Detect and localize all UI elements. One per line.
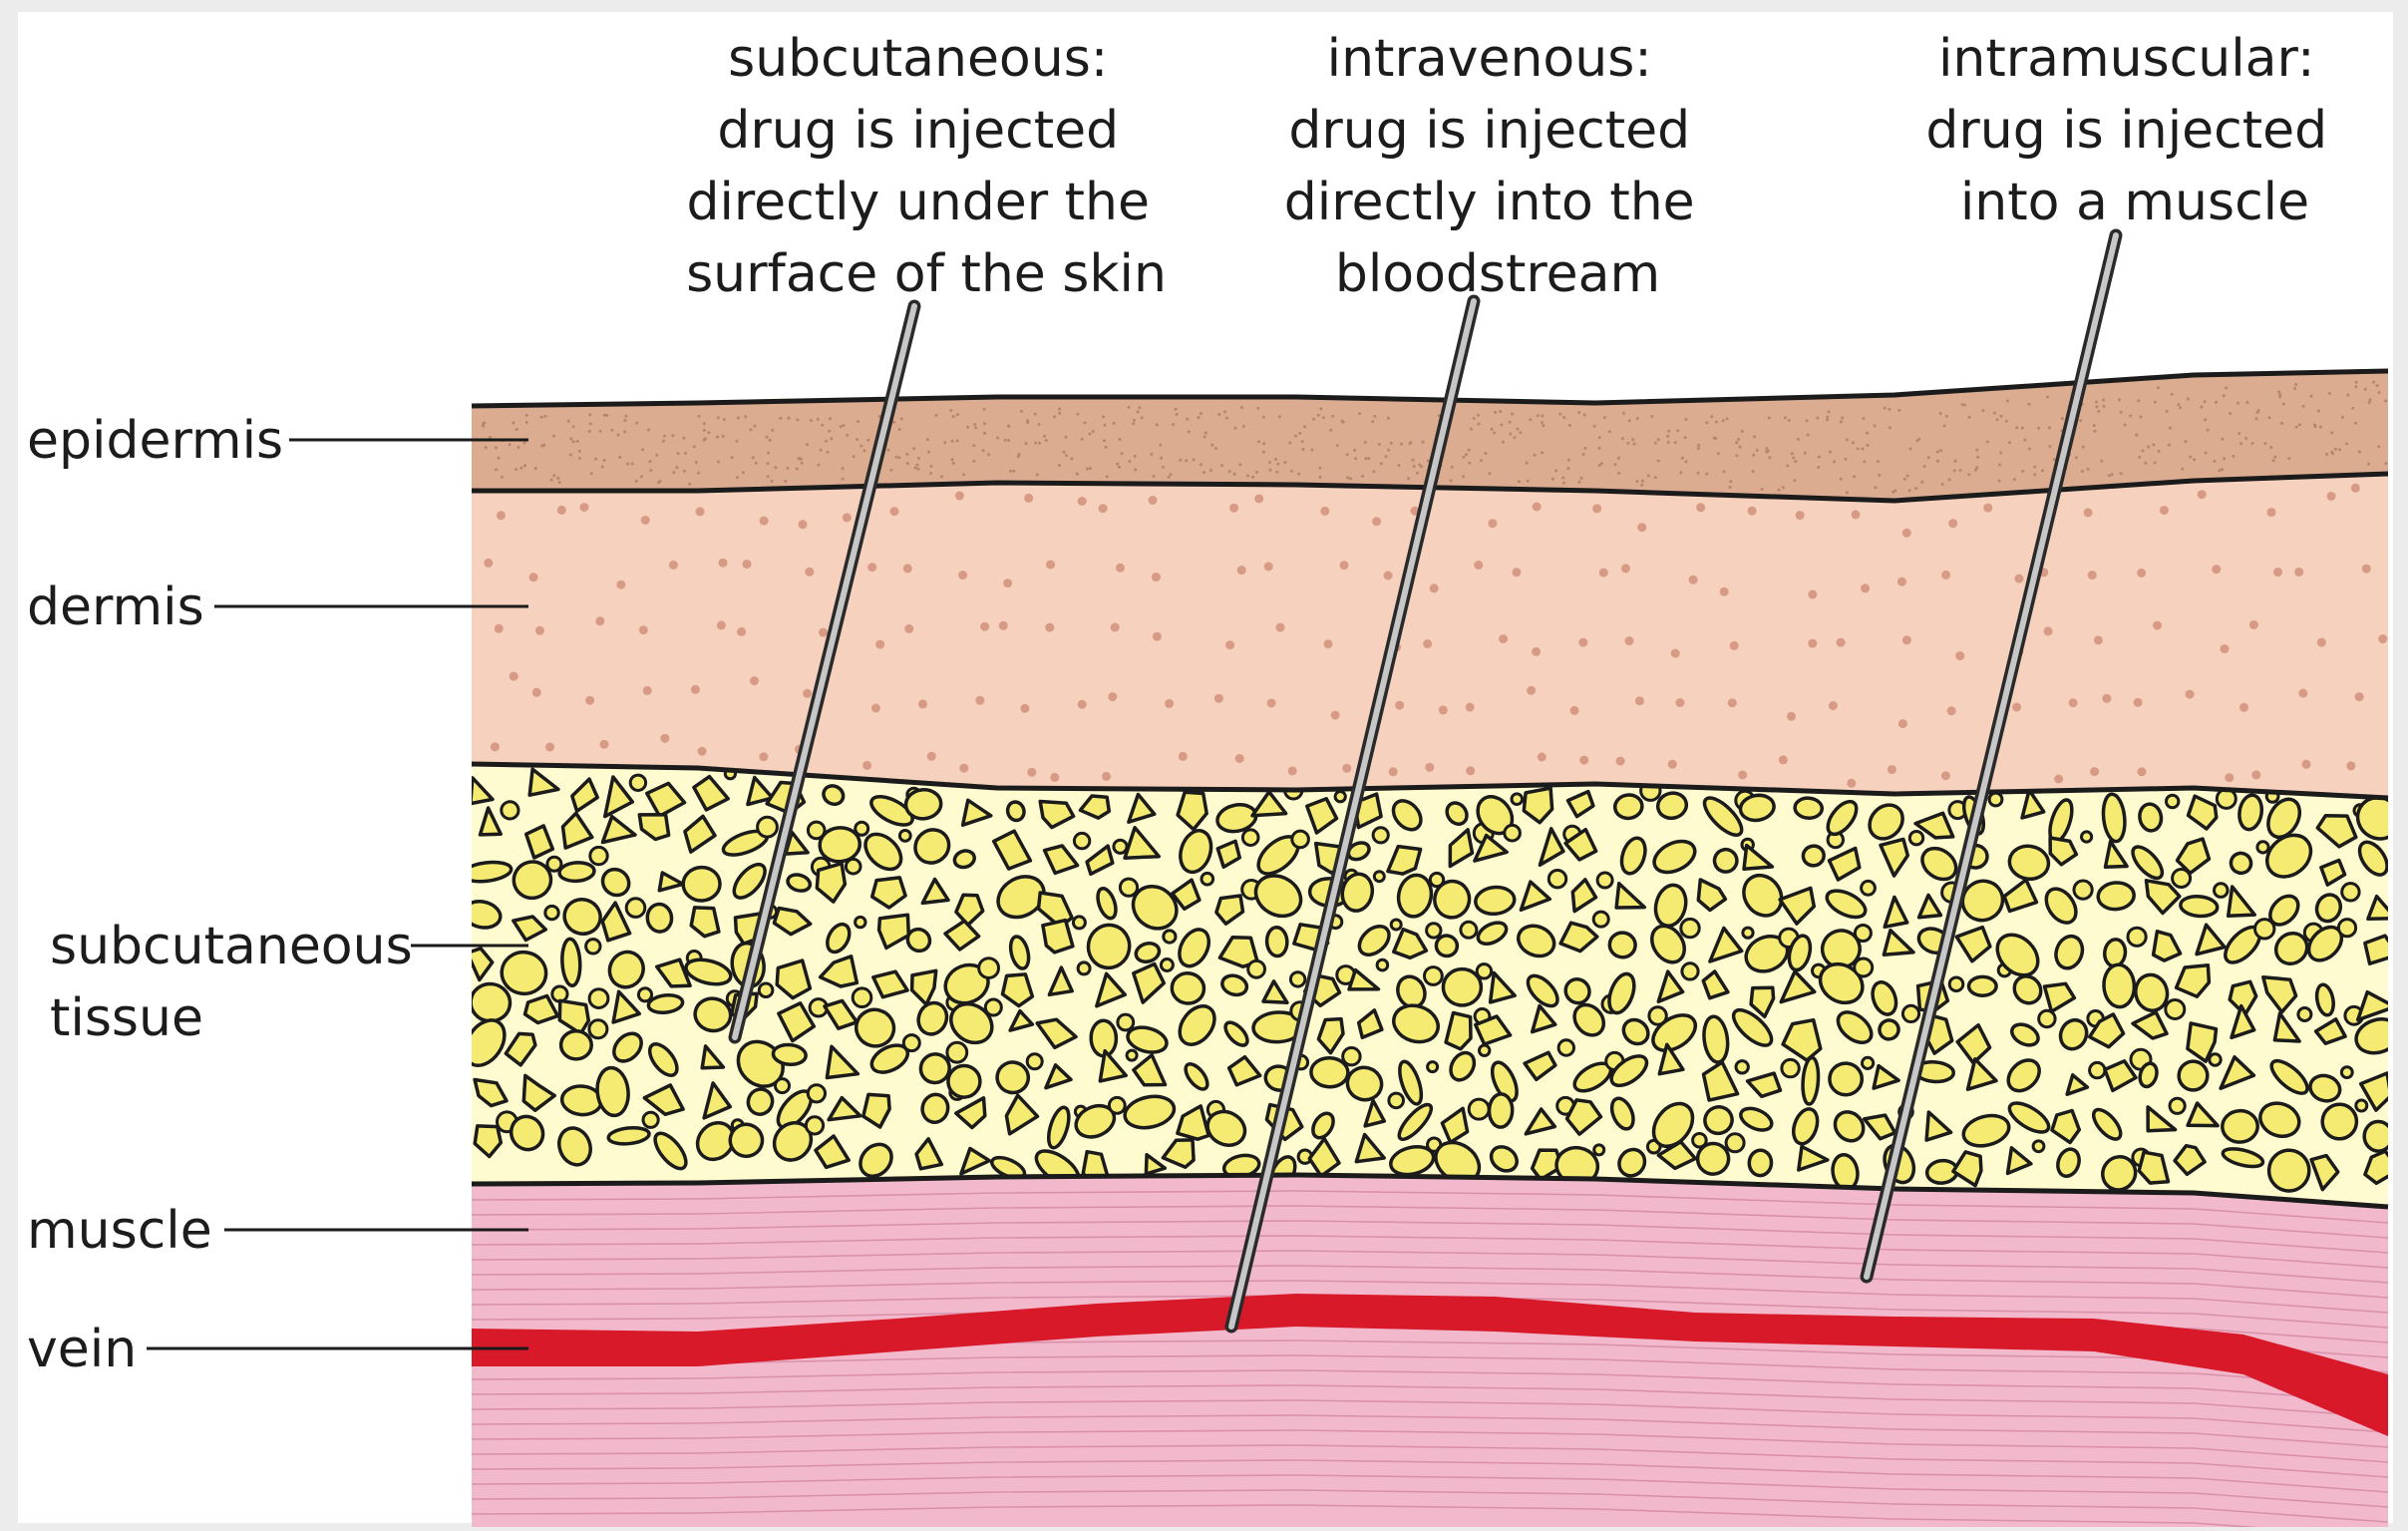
label-vein: vein bbox=[27, 1320, 137, 1379]
label-dermis: dermis bbox=[27, 577, 204, 637]
dermis-layer bbox=[472, 474, 2388, 798]
label-muscle: muscle bbox=[27, 1201, 212, 1261]
label-epidermis: epidermis bbox=[27, 411, 283, 471]
callout-intramuscular: intramuscular: drug is injected into a m… bbox=[1925, 29, 2343, 232]
tissue-block bbox=[457, 371, 2408, 1527]
